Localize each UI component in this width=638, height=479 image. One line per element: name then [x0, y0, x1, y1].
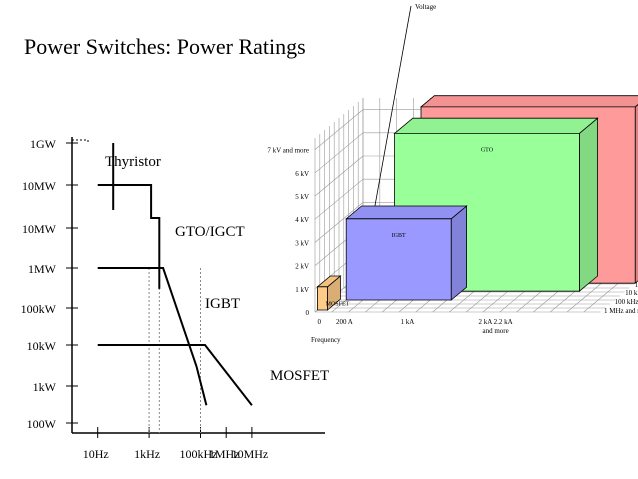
gto-box-label: GTO [481, 147, 494, 153]
voltage-tick-label: 3 kV [295, 239, 309, 247]
mosfet-box-front [316, 286, 328, 311]
voltage-tick-label: 0 [306, 309, 310, 317]
series-line-gtoigct [97, 184, 161, 289]
y-tick-label: 1kW [33, 380, 57, 394]
series-label: Thyristor [105, 154, 161, 170]
x-tick-label: 10MHz [232, 447, 269, 461]
y-tick-label: 10kW [27, 339, 57, 353]
mosfet-box-label: MOSFET [326, 301, 350, 307]
y-tick-label: 1GW [30, 137, 57, 151]
x-tick-label: 1MHz [209, 447, 240, 461]
voltage-axis-label: Voltage [415, 3, 436, 11]
slide-title: Power Switches: Power Ratings [24, 34, 306, 59]
igbt-box-side [450, 205, 468, 301]
series-line-mosfet [97, 344, 253, 406]
gto-box-top [393, 117, 599, 134]
y-tick-label: 100kW [21, 302, 57, 316]
x-tick-label: 100kHz [180, 447, 218, 461]
frequency-tick-label: 10 kHz [625, 289, 638, 297]
current-tick-label: and more [482, 327, 508, 335]
voltage-tick-label: 6 kV [295, 170, 309, 178]
current-tick-label: 2 kA 2.2 kA [478, 318, 512, 326]
voltage-tick-label: 7 kV and more [267, 147, 309, 155]
frequency-tick-label: 1 MHz and more [604, 307, 638, 315]
voltage-tick-label: 4 kV [295, 216, 309, 224]
voltage-tick-label: 1 kV [295, 286, 309, 294]
y-tick-label: 10MW [22, 179, 57, 193]
thyristor-box-top [419, 95, 638, 108]
x-tick-label: 10Hz [83, 447, 109, 461]
igbt-box-front [345, 218, 452, 301]
voltage-tick-label: 2 kV [295, 263, 309, 271]
x-tick-label: 1kHz [134, 447, 160, 461]
series-label: MOSFET [270, 368, 329, 384]
igbt-box-label: IGBT [392, 233, 406, 239]
frequency-tick-label: 1 kHz [635, 281, 638, 289]
current-tick-label: 0 [317, 318, 321, 326]
igbt-box-top [345, 205, 468, 220]
y-tick-label: 100W [27, 417, 57, 431]
thyristor-dotted-cap [72, 139, 89, 143]
voltage-tick-label: 5 kV [295, 193, 309, 201]
series-label: GTO/IGCT [175, 224, 245, 240]
current-tick-label: 200 A [336, 318, 353, 326]
current-tick-label: 1 kA [400, 318, 414, 326]
y-tick-label: 1MW [28, 262, 57, 276]
series-line-igbt [97, 267, 208, 406]
series-label: IGBT [205, 296, 240, 312]
y-tick-label: 10MW [22, 222, 57, 236]
frequency-axis-label: Frequency [311, 336, 341, 344]
gto-box-side [579, 117, 598, 293]
frequency-tick-label: 100 kHz [615, 298, 638, 306]
